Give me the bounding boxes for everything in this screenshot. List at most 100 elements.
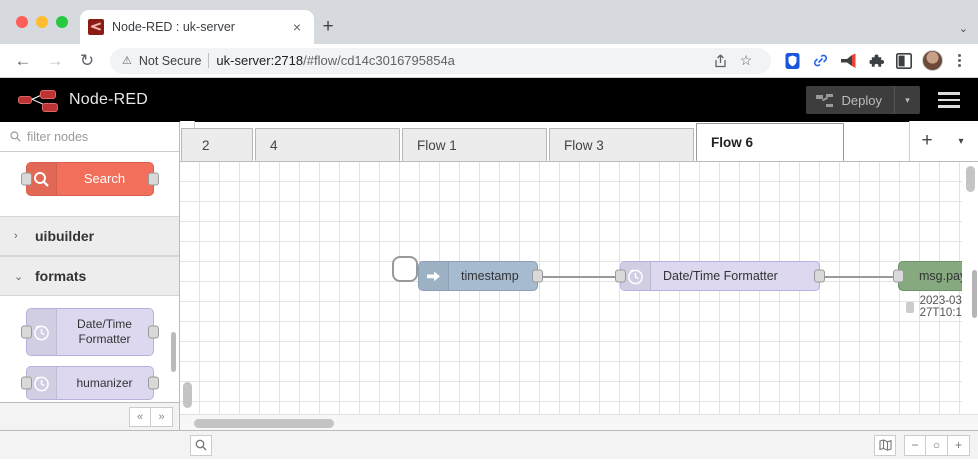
megaphone-extension-icon[interactable] — [835, 47, 861, 75]
profile-avatar[interactable] — [922, 50, 943, 71]
flow-tab-actions: + ▾ — [909, 121, 978, 161]
flow-node-inject[interactable]: timestamp — [418, 261, 543, 291]
wire-inject-to-datetime[interactable] — [542, 276, 622, 278]
close-window-button[interactable] — [16, 16, 28, 28]
security-status-label: Not Secure — [138, 53, 202, 68]
back-button[interactable]: ← — [14, 50, 32, 70]
node-input-port[interactable] — [20, 172, 32, 186]
nodered-logo: Node-RED — [18, 88, 148, 112]
bookmark-star-icon[interactable]: ☆ — [739, 52, 753, 68]
canvas-vertical-scroll-thumb[interactable] — [966, 166, 975, 192]
side-panel-extension-icon[interactable] — [891, 47, 917, 75]
node-input-port[interactable] — [20, 325, 32, 339]
filter-nodes-placeholder: filter nodes — [27, 129, 89, 144]
wire-datetime-to-debug[interactable] — [821, 276, 901, 278]
magnifier-icon — [26, 163, 57, 195]
navigator-group — [874, 434, 896, 456]
flow-tab-flow-6[interactable]: Flow 6 — [696, 123, 844, 161]
canvas-vertical-scroll-thumb-secondary[interactable] — [972, 270, 977, 318]
clock-icon — [26, 367, 57, 399]
omnibox-divider — [208, 53, 210, 68]
palette-scrollbar-thumb[interactable] — [171, 332, 176, 372]
not-secure-warning-icon: ⚠ — [122, 55, 132, 67]
add-flow-button[interactable]: + — [921, 130, 933, 151]
flow-list-chevron-down-icon[interactable]: ▾ — [958, 135, 964, 147]
palette-category-uibuilder-label: uibuilder — [35, 228, 95, 244]
browser-toolbar: ← → ↻ ⚠ Not Secure uk-server:2718/#flow/… — [0, 44, 978, 78]
flow-tab-2[interactable]: 2 — [181, 128, 253, 161]
reload-button[interactable]: ↻ — [79, 50, 95, 70]
share-icon[interactable] — [707, 48, 733, 74]
palette-sidebar: filter nodes Search › uibuilder — [0, 122, 180, 430]
collapse-all-button[interactable]: « — [129, 406, 151, 427]
flow-tab-flow-1[interactable]: Flow 1 — [402, 128, 547, 161]
node-input-port[interactable] — [615, 269, 626, 283]
browser-tabstrip: Node-RED : uk-server × + ⌄ — [0, 0, 978, 44]
canvas-vertical-scrollbar[interactable] — [962, 162, 978, 414]
palette-formats-nodes: Date/Time Formatter humanizer — [0, 296, 179, 402]
new-tab-button[interactable]: + — [322, 16, 334, 37]
filter-nodes-input[interactable]: filter nodes — [0, 122, 179, 152]
minimize-window-button[interactable] — [36, 16, 48, 28]
zoom-reset-button[interactable]: ○ — [926, 434, 948, 456]
palette-footer: « » — [0, 402, 179, 430]
zoom-in-button[interactable]: + — [948, 434, 970, 456]
deploy-label: Deploy — [841, 92, 882, 108]
browser-tab[interactable]: Node-RED : uk-server × — [80, 10, 314, 44]
flow-tab-4[interactable]: 4 — [255, 128, 400, 161]
deploy-icon — [815, 93, 833, 107]
deploy-options-chevron-down-icon[interactable]: ▾ — [894, 86, 920, 114]
canvas-left-scroll-thumb[interactable] — [183, 382, 192, 408]
node-output-port[interactable] — [147, 172, 159, 186]
deploy-button[interactable]: Deploy — [805, 86, 894, 114]
nodered-header: Node-RED Deploy ▾ — [0, 78, 978, 122]
url-host: uk-server:2718 — [216, 53, 304, 68]
flow-area: ◀ 2 4 Flow 1 Flow 3 Flow 6 + ▾ — [180, 121, 978, 430]
puzzle-extension-icon[interactable] — [863, 47, 889, 75]
maximize-window-button[interactable] — [56, 16, 68, 28]
nodered-logo-icon — [18, 88, 60, 112]
status-dot-icon — [906, 301, 914, 313]
node-output-port[interactable] — [532, 269, 543, 283]
flow-node-datetime-formatter-label: Date/Time Formatter — [663, 269, 778, 283]
nodered-title: Node-RED — [69, 91, 148, 108]
palette-scroll-region: Search › uibuilder ⌄ formats — [0, 152, 179, 402]
search-flows-button[interactable] — [190, 434, 212, 456]
link-extension-icon[interactable] — [807, 47, 833, 75]
flow-node-datetime-formatter[interactable]: Date/Time Formatter — [615, 261, 825, 291]
zoom-out-button[interactable]: − — [904, 434, 926, 456]
zoom-controls: − ○ + — [904, 434, 970, 456]
main-menu-hamburger-icon[interactable] — [938, 92, 960, 108]
palette-node-humanizer[interactable]: humanizer — [20, 366, 159, 400]
shield-extension-icon[interactable] — [779, 47, 805, 75]
canvas-horizontal-scrollbar[interactable] — [180, 414, 978, 430]
palette-node-search[interactable]: Search — [20, 162, 159, 196]
browser-menu-kebab-icon[interactable] — [948, 54, 970, 67]
node-input-port[interactable] — [20, 376, 32, 390]
palette-node-search-label: Search — [83, 170, 126, 186]
forward-button[interactable]: → — [46, 50, 64, 70]
palette-category-formats[interactable]: ⌄ formats — [0, 256, 179, 296]
node-output-port[interactable] — [147, 376, 159, 390]
palette-node-datetime-formatter[interactable]: Date/Time Formatter — [20, 308, 159, 356]
flow-tab-flow-3[interactable]: Flow 3 — [549, 128, 694, 161]
expand-all-button[interactable]: » — [151, 406, 173, 427]
chevron-down-icon: ⌄ — [14, 270, 24, 283]
inject-node-selection-handle[interactable] — [392, 256, 418, 282]
address-bar[interactable]: ⚠ Not Secure uk-server:2718/#flow/cd14c3… — [110, 47, 771, 74]
palette-search-section: Search — [0, 152, 179, 216]
url-text: uk-server:2718/#flow/cd14c3016795854a — [216, 53, 455, 68]
chevron-right-icon: › — [14, 230, 18, 242]
tab-list-chevron-down-icon[interactable]: ⌄ — [958, 23, 968, 35]
navigator-icon[interactable] — [874, 434, 896, 456]
flow-tabbar: ◀ 2 4 Flow 1 Flow 3 Flow 6 + ▾ — [180, 121, 978, 162]
flow-canvas[interactable]: timestamp Date/Time Formatter msg.pa — [180, 162, 978, 430]
node-output-port[interactable] — [147, 325, 159, 339]
search-icon — [10, 131, 21, 142]
canvas-horizontal-scroll-thumb[interactable] — [194, 419, 334, 428]
close-tab-icon[interactable]: × — [292, 19, 302, 35]
node-output-port[interactable] — [814, 269, 825, 283]
arrow-right-icon — [419, 262, 449, 290]
palette-category-uibuilder[interactable]: › uibuilder — [0, 216, 179, 256]
node-input-port[interactable] — [893, 269, 904, 283]
